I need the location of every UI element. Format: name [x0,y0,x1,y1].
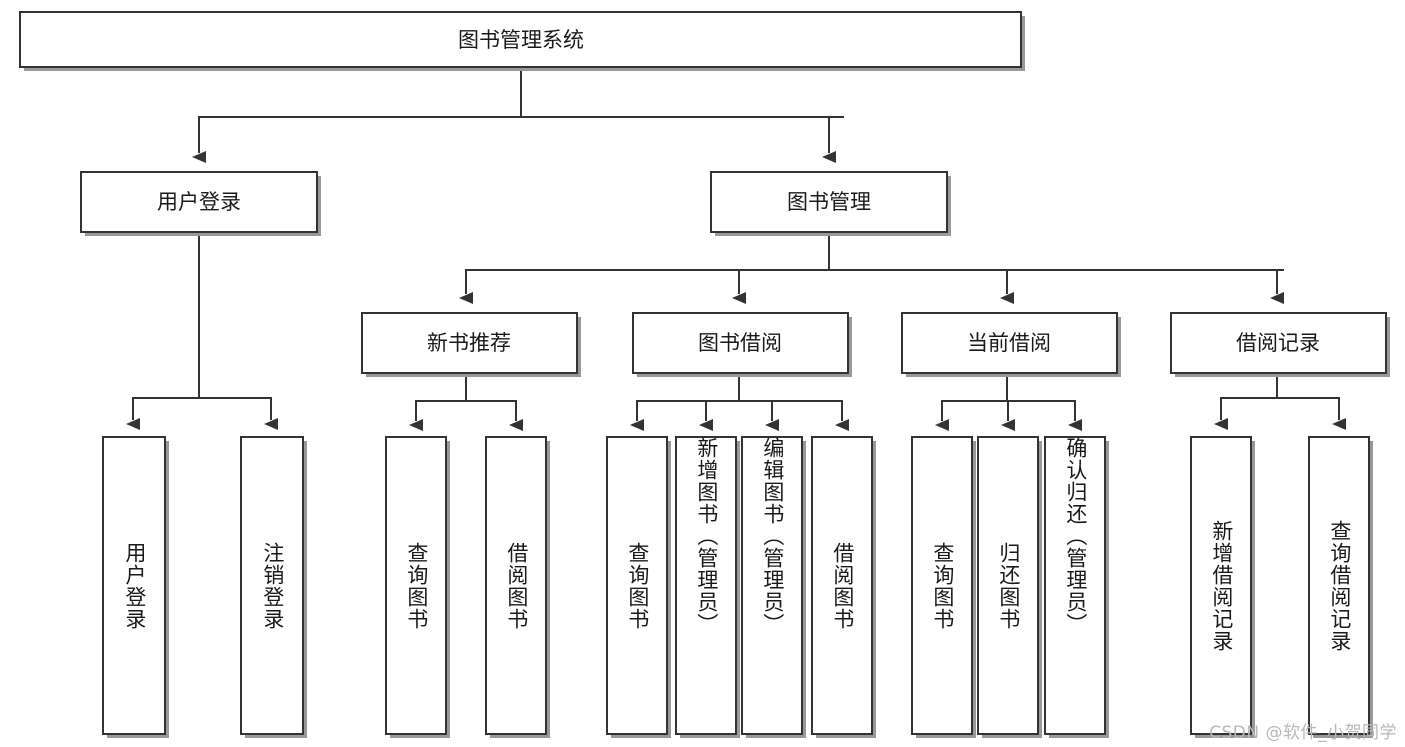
leaf-node[interactable] [1190,436,1255,738]
leaf-node[interactable] [741,436,806,738]
leaf-node[interactable] [240,436,307,738]
node-borrow-record-label: 借阅记录 [1236,331,1320,355]
leaf-node[interactable] [102,436,169,738]
connector-newbook-to-leaves [409,373,523,431]
node-current-borrow[interactable] [901,312,1121,377]
connector-currentborrow-to-leaves [935,373,1082,431]
node-user-login[interactable] [80,171,321,236]
node-book-borrow[interactable] [632,312,852,377]
connector-userlogin-to-leaves [126,232,278,430]
connector-root-to-level1 [192,67,844,163]
node-root[interactable] [19,11,1025,71]
node-new-book-recommend[interactable] [361,312,581,377]
node-borrow-record[interactable] [1170,312,1390,377]
leaf-node[interactable] [385,436,450,738]
node-book-manage-label: 图书管理 [787,190,871,214]
leaf-node[interactable] [1308,436,1373,738]
connector-bookmanage-to-level2 [459,232,1284,304]
node-book-manage[interactable] [710,171,951,236]
leaf-node[interactable] [811,436,876,738]
leaf-node[interactable] [675,436,740,738]
leaf-node[interactable] [485,436,550,738]
connector-bookborrow-to-leaves [630,373,849,431]
leaf-node[interactable] [606,436,671,738]
node-root-label: 图书管理系统 [458,28,584,52]
node-user-login-label: 用户登录 [157,190,241,214]
leaf-node[interactable] [1044,436,1109,738]
leaf-node[interactable] [911,436,976,738]
leaf-node[interactable] [977,436,1042,738]
node-book-borrow-label: 图书借阅 [698,331,782,355]
node-current-borrow-label: 当前借阅 [967,331,1051,355]
csdn-watermark: CSDN @软件_小贺同学 [1209,723,1397,743]
node-new-book-recommend-label: 新书推荐 [427,331,511,355]
connector-borrowrecord-to-leaves [1214,373,1346,430]
